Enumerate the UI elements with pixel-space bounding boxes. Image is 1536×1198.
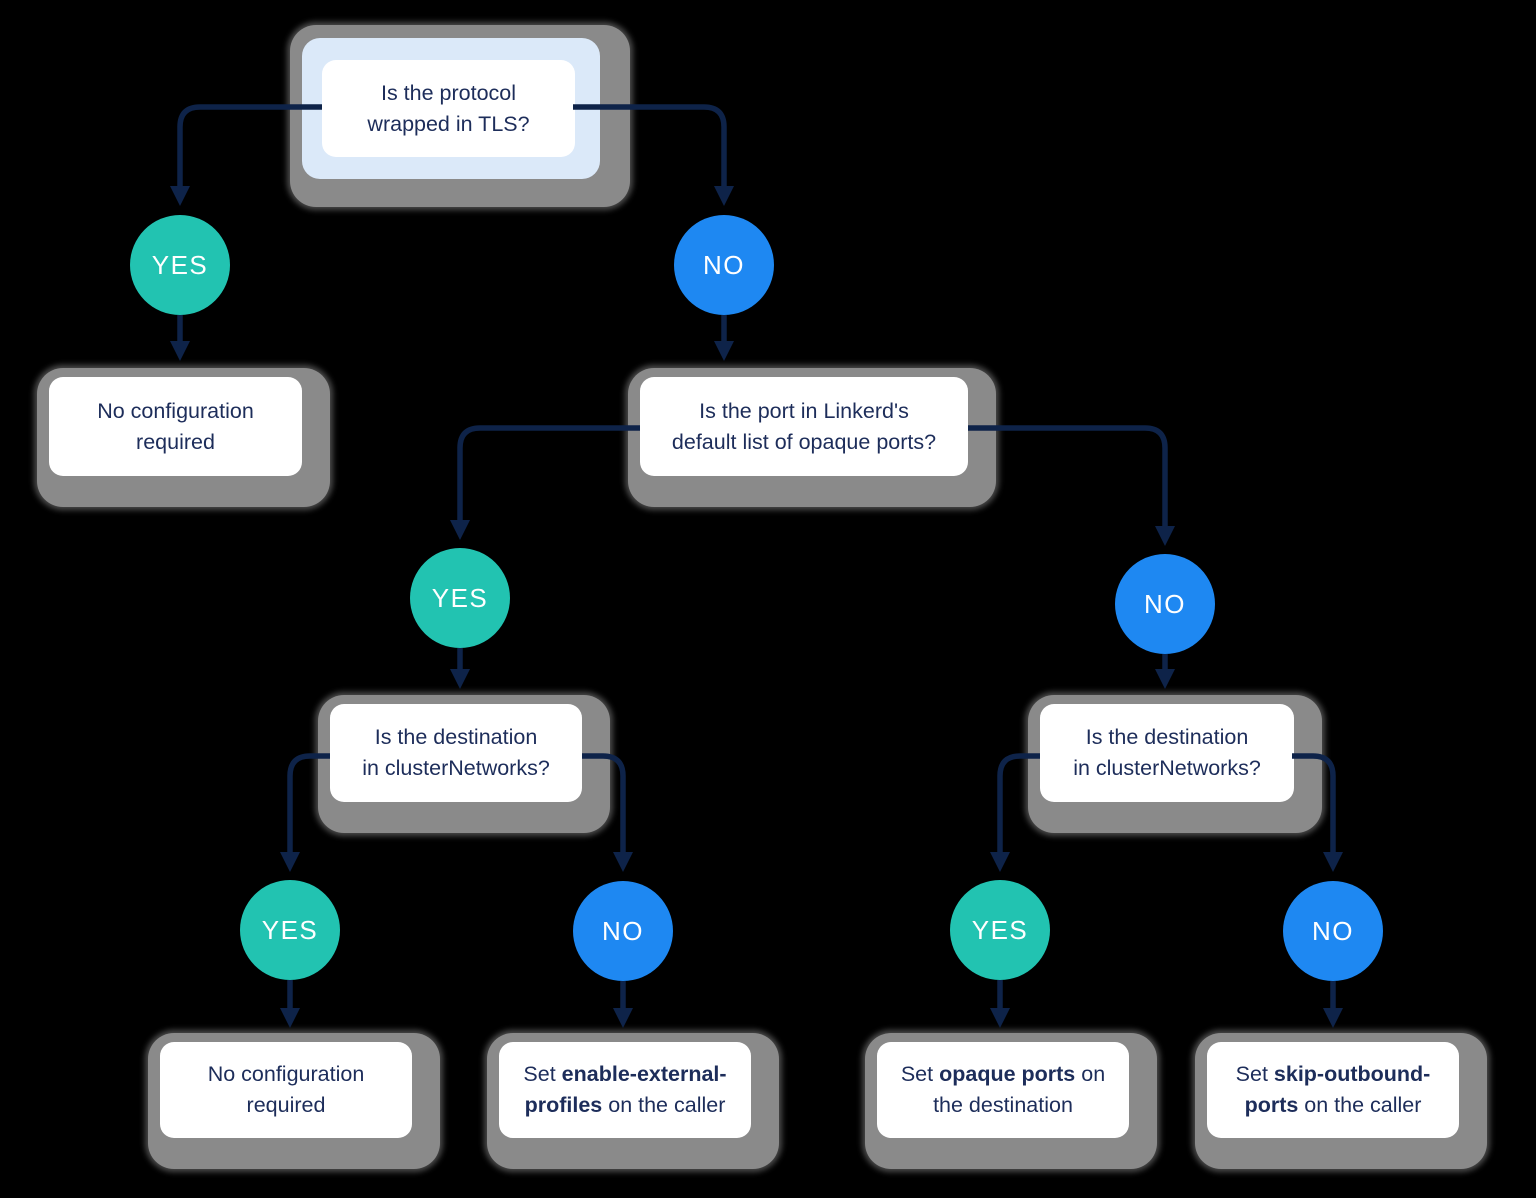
node-text: Set enable-external- profiles on the cal… xyxy=(523,1059,726,1121)
badge-label: YES xyxy=(431,582,489,613)
yes-badge-level1: YES xyxy=(130,215,230,315)
badge-label: YES xyxy=(261,914,319,945)
badge-label: NO xyxy=(602,915,644,946)
text-suffix: on the caller xyxy=(1298,1093,1422,1117)
node-card: Set skip-outbound- ports on the caller xyxy=(1207,1042,1459,1138)
text-prefix: Set xyxy=(1235,1062,1274,1087)
node-card: Is the protocol wrapped in TLS? xyxy=(322,60,575,157)
yes-badge-cluster-right: YES xyxy=(950,880,1050,980)
node-card: Is the destination in clusterNetworks? xyxy=(330,704,582,802)
no-badge-cluster-left: NO xyxy=(573,881,673,981)
node-text: Is the destination in clusterNetworks? xyxy=(1073,725,1261,780)
node-card: No configuration required xyxy=(49,377,302,476)
node-cluster-networks-right: Is the destination in clusterNetworks? xyxy=(1028,695,1322,833)
node-skip-outbound-ports: Set skip-outbound- ports on the caller xyxy=(1195,1033,1487,1169)
node-text: Set opaque ports on the destination xyxy=(901,1059,1105,1121)
no-badge-level1: NO xyxy=(674,215,774,315)
node-set-opaque-ports: Set opaque ports on the destination xyxy=(865,1033,1157,1169)
text-bold: skip-outbound- ports xyxy=(1244,1062,1431,1117)
connector-opaque-to-no2 xyxy=(968,425,1175,546)
node-card: Is the port in Linkerd's default list of… xyxy=(640,377,968,476)
node-opaque-ports-question: Is the port in Linkerd's default list of… xyxy=(628,368,996,507)
badge-label: YES xyxy=(151,249,209,280)
text-prefix: Set xyxy=(523,1062,562,1087)
badge-label: NO xyxy=(1312,915,1354,946)
node-card: Set opaque ports on the destination xyxy=(877,1042,1129,1138)
node-text: Is the port in Linkerd's default list of… xyxy=(671,398,937,454)
node-text: No configuration required xyxy=(207,1062,365,1117)
yes-badge-cluster-left: YES xyxy=(240,880,340,980)
node-text: Set skip-outbound- ports on the caller xyxy=(1236,1059,1431,1121)
text-prefix: Set xyxy=(900,1062,940,1087)
node-enable-external-profiles: Set enable-external- profiles on the cal… xyxy=(487,1033,779,1169)
text-bold: enable-external- profiles xyxy=(524,1062,727,1117)
text-bold: opaque ports xyxy=(939,1062,1076,1087)
node-text: Is the destination in clusterNetworks? xyxy=(362,725,550,780)
node-no-config-left: No configuration required xyxy=(37,368,330,507)
node-card: Set enable-external- profiles on the cal… xyxy=(499,1042,751,1138)
node-text: No configuration required xyxy=(97,398,254,454)
no-badge-cluster-right: NO xyxy=(1283,881,1383,981)
connector-opaque-to-yes2 xyxy=(450,425,640,540)
node-cluster-networks-left: Is the destination in clusterNetworks? xyxy=(318,695,610,833)
node-protocol-tls-question: Is the protocol wrapped in TLS? xyxy=(290,25,630,207)
node-no-config-bottom: No configuration required xyxy=(148,1033,440,1169)
text-suffix: on the caller xyxy=(602,1093,726,1117)
yes-badge-level2: YES xyxy=(410,548,510,648)
badge-label: NO xyxy=(703,249,745,280)
badge-label: NO xyxy=(1144,588,1186,619)
node-card: Is the destination in clusterNetworks? xyxy=(1040,704,1294,802)
no-badge-level2: NO xyxy=(1115,554,1215,654)
node-highlight-frame: Is the protocol wrapped in TLS? xyxy=(302,38,600,179)
node-card: No configuration required xyxy=(160,1042,412,1138)
text-suffix: on the destination xyxy=(933,1062,1106,1117)
badge-label: YES xyxy=(971,914,1029,945)
node-text: Is the protocol wrapped in TLS? xyxy=(367,80,530,136)
